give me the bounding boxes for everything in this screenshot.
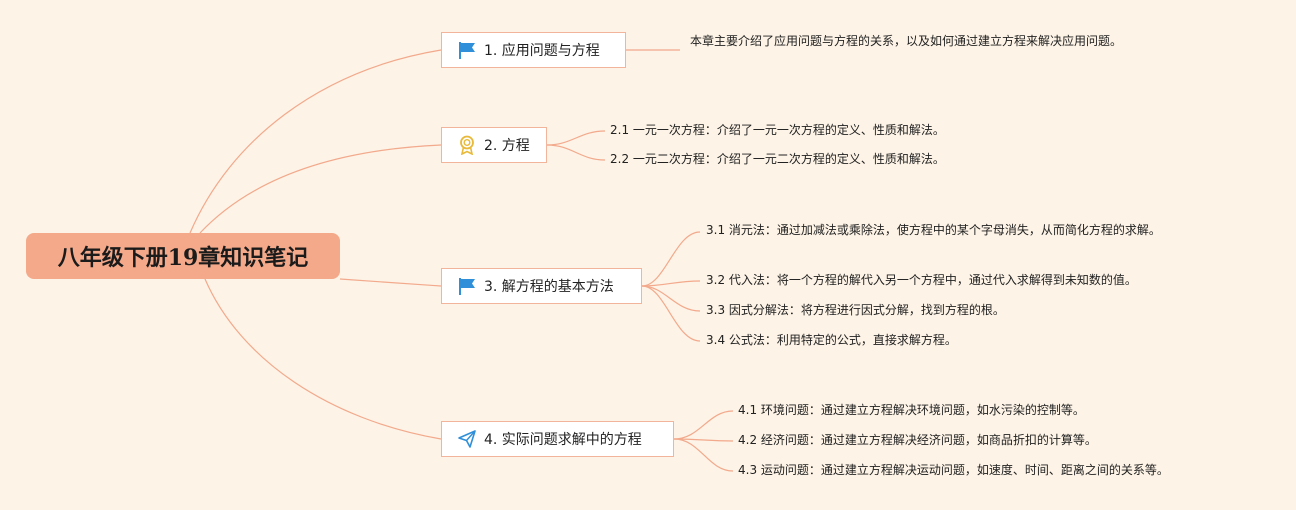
connector-branch-3-leaf-1 — [641, 231, 701, 287]
connector-root-branch-3 — [339, 278, 442, 287]
leaf-topic-2-2[interactable]: 2.2 一元二次方程：介绍了一元二次方程的定义、性质和解法。 — [610, 152, 945, 166]
flag-icon — [456, 275, 478, 297]
leaf-topic-4-1[interactable]: 4.1 环境问题：通过建立方程解决环境问题，如水污染的控制等。 — [738, 403, 1085, 417]
leaf-topic-4-2[interactable]: 4.2 经济问题：通过建立方程解决经济问题，如商品折扣的计算等。 — [738, 433, 1097, 447]
leaf-topic-3-3[interactable]: 3.3 因式分解法：将方程进行因式分解，找到方程的根。 — [706, 303, 1005, 317]
leaf-topic-3-1[interactable]: 3.1 消元法：通过加减法或乘除法，使方程中的某个字母消失，从而简化方程的求解。 — [706, 223, 1161, 237]
branch-label: 2. 方程 — [484, 138, 530, 154]
medal-icon — [456, 134, 478, 156]
connector-root-branch-1 — [189, 49, 442, 234]
leaf-topic-2-1[interactable]: 2.1 一元一次方程：介绍了一元一次方程的定义、性质和解法。 — [610, 123, 945, 137]
leaf-topic-3-4[interactable]: 3.4 公式法：利用特定的公式，直接求解方程。 — [706, 333, 957, 347]
leaf-topic-4-3[interactable]: 4.3 运动问题：通过建立方程解决运动问题，如速度、时间、距离之间的关系等。 — [738, 463, 1169, 477]
branch-topic-2[interactable]: 2. 方程 — [441, 127, 547, 163]
leaf-topic-3-2[interactable]: 3.2 代入法：将一个方程的解代入另一个方程中，通过代入求解得到未知数的值。 — [706, 273, 1137, 287]
connector-root-branch-4 — [204, 278, 442, 440]
connector-branch-2-leaf-1 — [546, 130, 606, 146]
branch-label: 3. 解方程的基本方法 — [484, 279, 614, 295]
flag-icon — [456, 39, 478, 61]
branch-topic-1[interactable]: 1. 应用问题与方程 — [441, 32, 626, 68]
connector-branch-4-leaf-1 — [673, 410, 734, 440]
connector-branch-3-leaf-3 — [641, 285, 701, 312]
connector-root-branch-2 — [199, 144, 442, 234]
branch-label: 1. 应用问题与方程 — [484, 43, 600, 59]
paper-plane-icon — [456, 428, 478, 450]
branch-topic-3[interactable]: 3. 解方程的基本方法 — [441, 268, 642, 304]
leaf-topic-1-1[interactable]: 本章主要介绍了应用问题与方程的关系，以及如何通过建立方程来解决应用问题。 — [690, 34, 1123, 48]
connector-branch-4-leaf-3 — [673, 438, 734, 472]
connector-branch-2-leaf-2 — [546, 144, 606, 161]
branch-topic-4[interactable]: 4. 实际问题求解中的方程 — [441, 421, 674, 457]
branch-label: 4. 实际问题求解中的方程 — [484, 432, 642, 448]
connector-branch-3-leaf-4 — [641, 285, 701, 342]
root-topic[interactable]: 八年级下册19章知识笔记 — [26, 233, 340, 279]
connector-branch-3-leaf-2 — [641, 280, 701, 287]
